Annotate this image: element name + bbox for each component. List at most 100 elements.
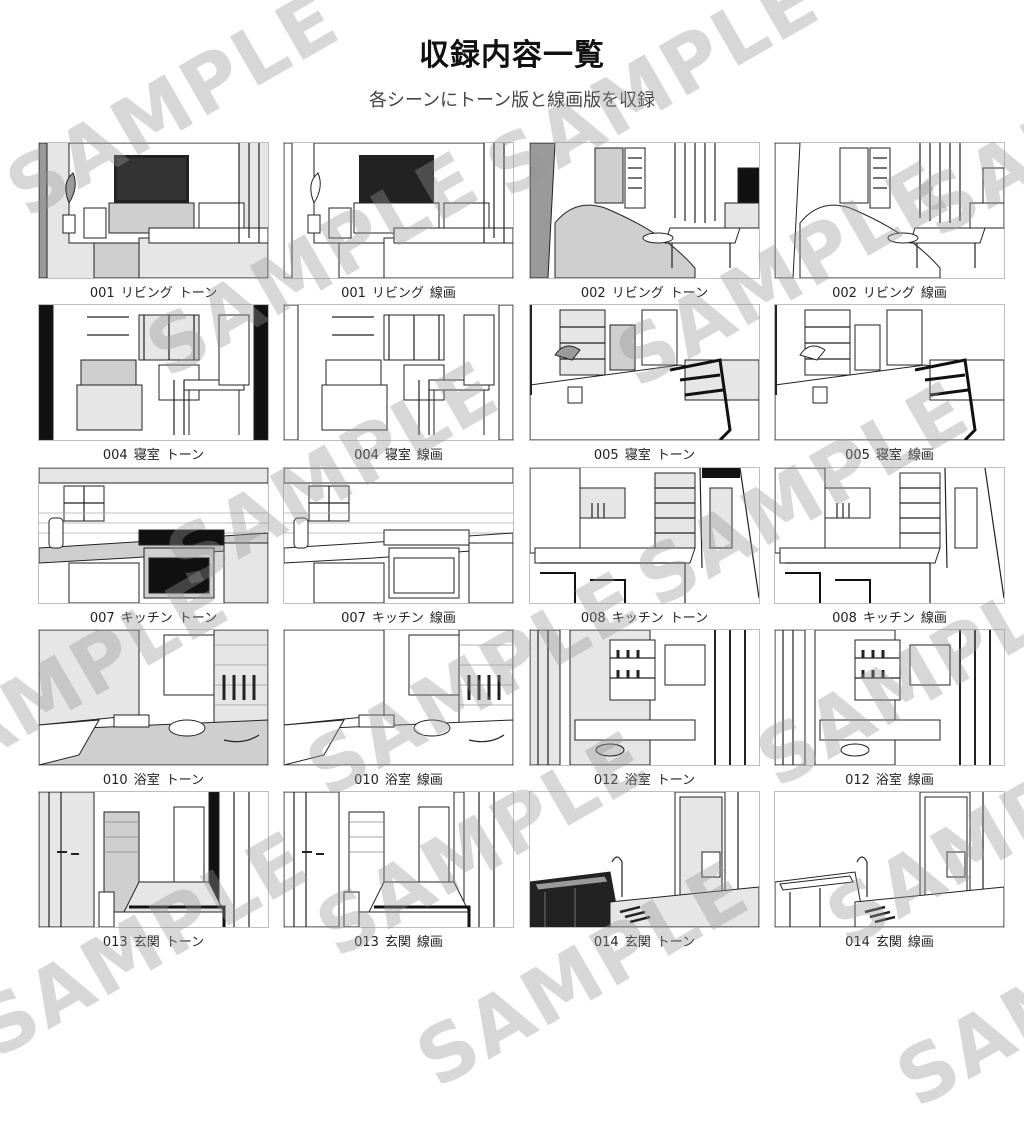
scene-room: 寝室: [875, 448, 902, 463]
scene-room: キッチン: [611, 611, 664, 626]
scene-illustration: [775, 468, 1004, 603]
scene-number: 012: [845, 773, 870, 788]
scene-room: 浴室: [875, 773, 902, 788]
scene-thumbnail[interactable]: [283, 467, 514, 604]
scene-number: 007: [89, 611, 115, 626]
scene-thumbnail[interactable]: [283, 791, 514, 928]
scene-version: 線画: [416, 935, 443, 950]
scene-thumbnail[interactable]: [38, 467, 269, 604]
scene-version: トーン: [669, 286, 709, 301]
scene-room: 玄関: [133, 935, 160, 950]
scene-thumbnail[interactable]: [774, 629, 1005, 766]
scene-number: 004: [354, 448, 379, 463]
scene-thumbnail[interactable]: [529, 304, 760, 441]
scene-version: 線画: [920, 286, 947, 301]
scene-illustration: [39, 143, 268, 278]
scene-room: リビング: [120, 286, 173, 301]
scene-room: キッチン: [862, 611, 915, 626]
scene-room: リビング: [611, 286, 664, 301]
scene-thumbnail[interactable]: [529, 629, 760, 766]
scene-thumbnail[interactable]: [529, 142, 760, 279]
scene-room: 玄関: [624, 935, 651, 950]
scene-thumbnail[interactable]: [774, 467, 1005, 604]
scene-thumbnail[interactable]: [38, 629, 269, 766]
scene-version: トーン: [165, 448, 205, 463]
scene-thumbnail[interactable]: [283, 304, 514, 441]
scene-thumbnail[interactable]: [38, 791, 269, 928]
scene-thumbnail[interactable]: [283, 142, 514, 279]
scene-thumbnail[interactable]: [283, 629, 514, 766]
scene-number: 004: [102, 448, 128, 463]
scene-illustration: [284, 143, 513, 278]
scene-illustration: [530, 143, 759, 278]
scene-number: 002: [580, 286, 606, 301]
scene-version: トーン: [656, 773, 696, 788]
scene-illustration: [775, 792, 1004, 927]
scene-illustration: [530, 792, 759, 927]
scene-illustration: [284, 630, 513, 765]
scene-version: 線画: [429, 611, 456, 626]
scene-thumbnail[interactable]: [774, 791, 1005, 928]
scene-room: 寝室: [133, 448, 160, 463]
scene-thumbnail[interactable]: [774, 142, 1005, 279]
scene-number: 001: [89, 286, 115, 301]
scene-illustration: [775, 305, 1004, 440]
scene-thumbnail[interactable]: [529, 791, 760, 928]
scene-version: トーン: [656, 448, 696, 463]
scene-thumbnail[interactable]: [529, 467, 760, 604]
scene-illustration: [530, 468, 759, 603]
scene-version: 線画: [416, 773, 443, 788]
scene-number: 008: [832, 611, 857, 626]
scene-room: 寝室: [624, 448, 651, 463]
scene-illustration: [39, 792, 268, 927]
scene-number: 014: [845, 935, 870, 950]
scene-thumbnail[interactable]: [38, 142, 269, 279]
scene-card[interactable]: 002 リビングトーン: [529, 142, 760, 301]
scene-illustration: [775, 143, 1004, 278]
scene-room: リビング: [371, 286, 424, 301]
scene-thumbnail[interactable]: [38, 304, 269, 441]
scene-version: トーン: [178, 611, 218, 626]
scene-room: 寝室: [384, 448, 411, 463]
scene-room: リビング: [862, 286, 915, 301]
scene-number: 014: [593, 935, 619, 950]
scene-room: 浴室: [133, 773, 160, 788]
scene-version: トーン: [165, 935, 205, 950]
scene-card[interactable]: 004 寝室トーン: [38, 304, 269, 463]
scene-number: 010: [354, 773, 379, 788]
scene-thumbnail[interactable]: [774, 304, 1005, 441]
scene-version: トーン: [669, 611, 709, 626]
scene-room: 浴室: [624, 773, 651, 788]
